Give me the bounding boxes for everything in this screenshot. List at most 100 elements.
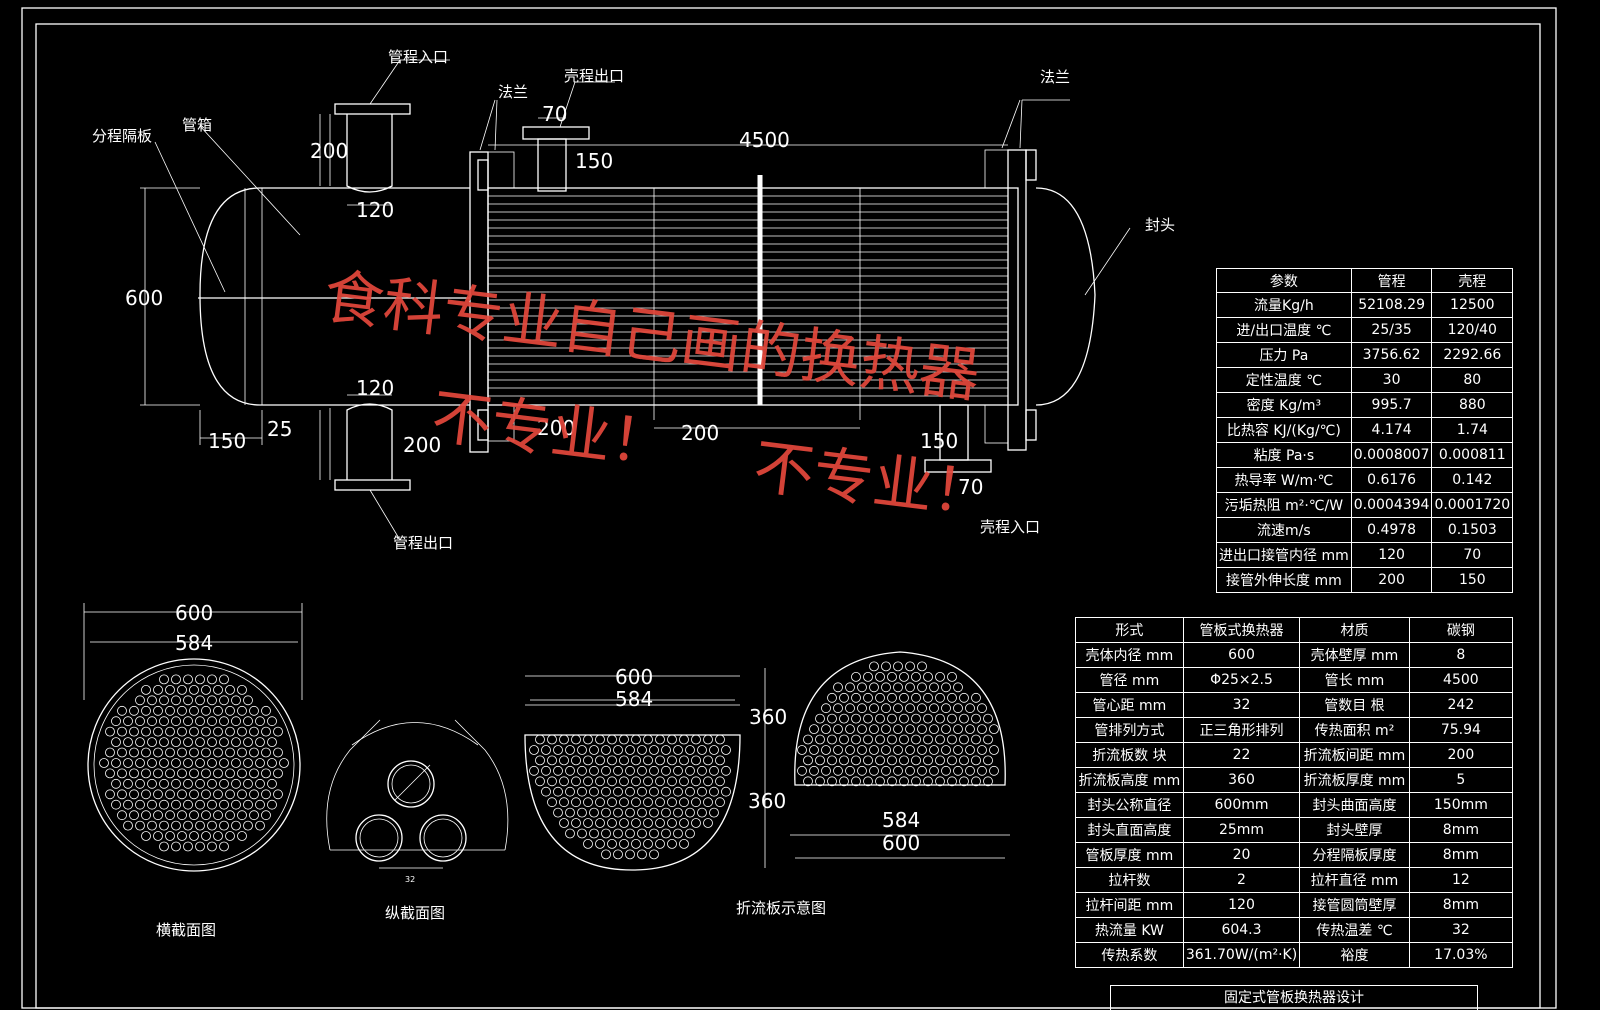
param-cell: 1.74 — [1431, 417, 1514, 443]
spec-cell: 4500 — [1408, 667, 1514, 693]
param-cell: 0.0001720 — [1431, 492, 1514, 518]
cross-section-shell — [87, 658, 301, 872]
shell-inlet-label: 壳程入口 — [980, 518, 1040, 536]
spec-cell: 8mm — [1408, 892, 1514, 918]
param-cell: 0.1503 — [1431, 517, 1514, 543]
spec-cell: 360 — [1182, 767, 1301, 793]
spec-cell: 材质 — [1299, 617, 1410, 643]
param-cell: 进出口接管内径 mm — [1216, 542, 1352, 568]
bf-dim-360-a: 360 — [749, 705, 787, 729]
inner-frame — [35, 23, 1541, 1009]
spec-cell: 管心距 mm — [1075, 692, 1184, 718]
spec-row: 形式管板式换热器材质碳钢 — [1075, 617, 1514, 643]
param-cell: 0.0008007 — [1350, 442, 1433, 468]
spec-cell: 接管圆筒壁厚 — [1299, 892, 1410, 918]
param-cell: 2292.66 — [1431, 342, 1514, 368]
bf-dim-584-a: 584 — [615, 687, 653, 711]
spec-cell: 20 — [1182, 842, 1301, 868]
dim-200-top: 200 — [310, 139, 348, 163]
param-cell: 热导率 W/m·℃ — [1216, 467, 1352, 493]
spec-cell: 120 — [1182, 892, 1301, 918]
spec-cell: 2 — [1182, 867, 1301, 893]
param-cell: 0.0004394 — [1350, 492, 1433, 518]
param-cell: 4.174 — [1350, 417, 1433, 443]
cs-dim-584: 584 — [175, 631, 213, 655]
bf-dim-600-a: 600 — [615, 665, 653, 689]
baffle-caption: 折流板示意图 — [736, 899, 826, 917]
dim-200-baffle-b: 200 — [681, 421, 719, 445]
longitudinal-caption: 纵截面图 — [385, 904, 445, 922]
spec-cell: 传热面积 m² — [1299, 717, 1410, 743]
spec-cell: 25mm — [1182, 817, 1301, 843]
param-cell: 12500 — [1431, 292, 1514, 318]
spec-cell: 壳体内径 mm — [1075, 642, 1184, 668]
spec-cell: 壳体壁厚 mm — [1299, 642, 1410, 668]
dim-600: 600 — [125, 286, 163, 310]
param-cell: 流速m/s — [1216, 517, 1352, 543]
spec-cell: 600 — [1182, 642, 1301, 668]
tube-inlet-label: 管程入口 — [388, 48, 448, 66]
param-header-cell: 参数 — [1216, 268, 1352, 293]
spec-cell: 传热系数 — [1075, 942, 1184, 968]
param-cell: 接管外伸长度 mm — [1216, 567, 1352, 593]
spec-cell: 5 — [1408, 767, 1514, 793]
spec-cell: 604.3 — [1182, 917, 1301, 943]
param-cell: 3756.62 — [1350, 342, 1433, 368]
spec-cell: Φ25×2.5 — [1182, 667, 1301, 693]
param-cell: 0.4978 — [1350, 517, 1433, 543]
head-label: 封头 — [1145, 216, 1175, 234]
spec-cell: 8mm — [1408, 817, 1514, 843]
spec-cell: 管数目 根 — [1299, 692, 1410, 718]
long-tube-1 — [387, 760, 435, 808]
spec-cell: 600mm — [1182, 792, 1301, 818]
spec-cell: 200 — [1408, 742, 1514, 768]
dim-120-top: 120 — [356, 198, 394, 222]
title-block: 固定式管板换热器设计 — [1110, 985, 1478, 1010]
param-header-cell: 壳程 — [1431, 268, 1514, 293]
param-cell: 粘度 Pa·s — [1216, 442, 1352, 468]
param-cell: 120/40 — [1431, 317, 1514, 343]
dim-150-left: 150 — [208, 429, 246, 453]
spec-cell: 管长 mm — [1299, 667, 1410, 693]
spec-cell: 管板厚度 mm — [1075, 842, 1184, 868]
long-tube-2 — [355, 814, 403, 862]
param-cell: 200 — [1350, 567, 1433, 593]
left-head — [199, 187, 470, 406]
param-cell: 70 — [1431, 542, 1514, 568]
cross-section-tubes — [99, 674, 289, 852]
spec-cell: 12 — [1408, 867, 1514, 893]
spec-cell: 管径 mm — [1075, 667, 1184, 693]
spec-cell: 封头直面高度 — [1075, 817, 1184, 843]
dim-120-bot: 120 — [356, 376, 394, 400]
spec-cell: 分程隔板厚度 — [1299, 842, 1410, 868]
spec-cell: 封头壁厚 — [1299, 817, 1410, 843]
param-cell: 污垢热阻 m²·℃/W — [1216, 492, 1352, 518]
partition-label: 分程隔板 — [92, 127, 152, 145]
bf-dim-360-b: 360 — [748, 789, 786, 813]
spec-cell: 折流板高度 mm — [1075, 767, 1184, 793]
spec-cell: 361.70W/(m²·K) — [1182, 942, 1301, 968]
param-cell: 880 — [1431, 392, 1514, 418]
tube-bundle — [488, 195, 1008, 397]
dim-200-baffle-a: 200 — [537, 416, 575, 440]
cs-dim-600: 600 — [175, 601, 213, 625]
long-tube-3 — [419, 814, 467, 862]
spec-cell: 管板式换热器 — [1182, 617, 1301, 643]
